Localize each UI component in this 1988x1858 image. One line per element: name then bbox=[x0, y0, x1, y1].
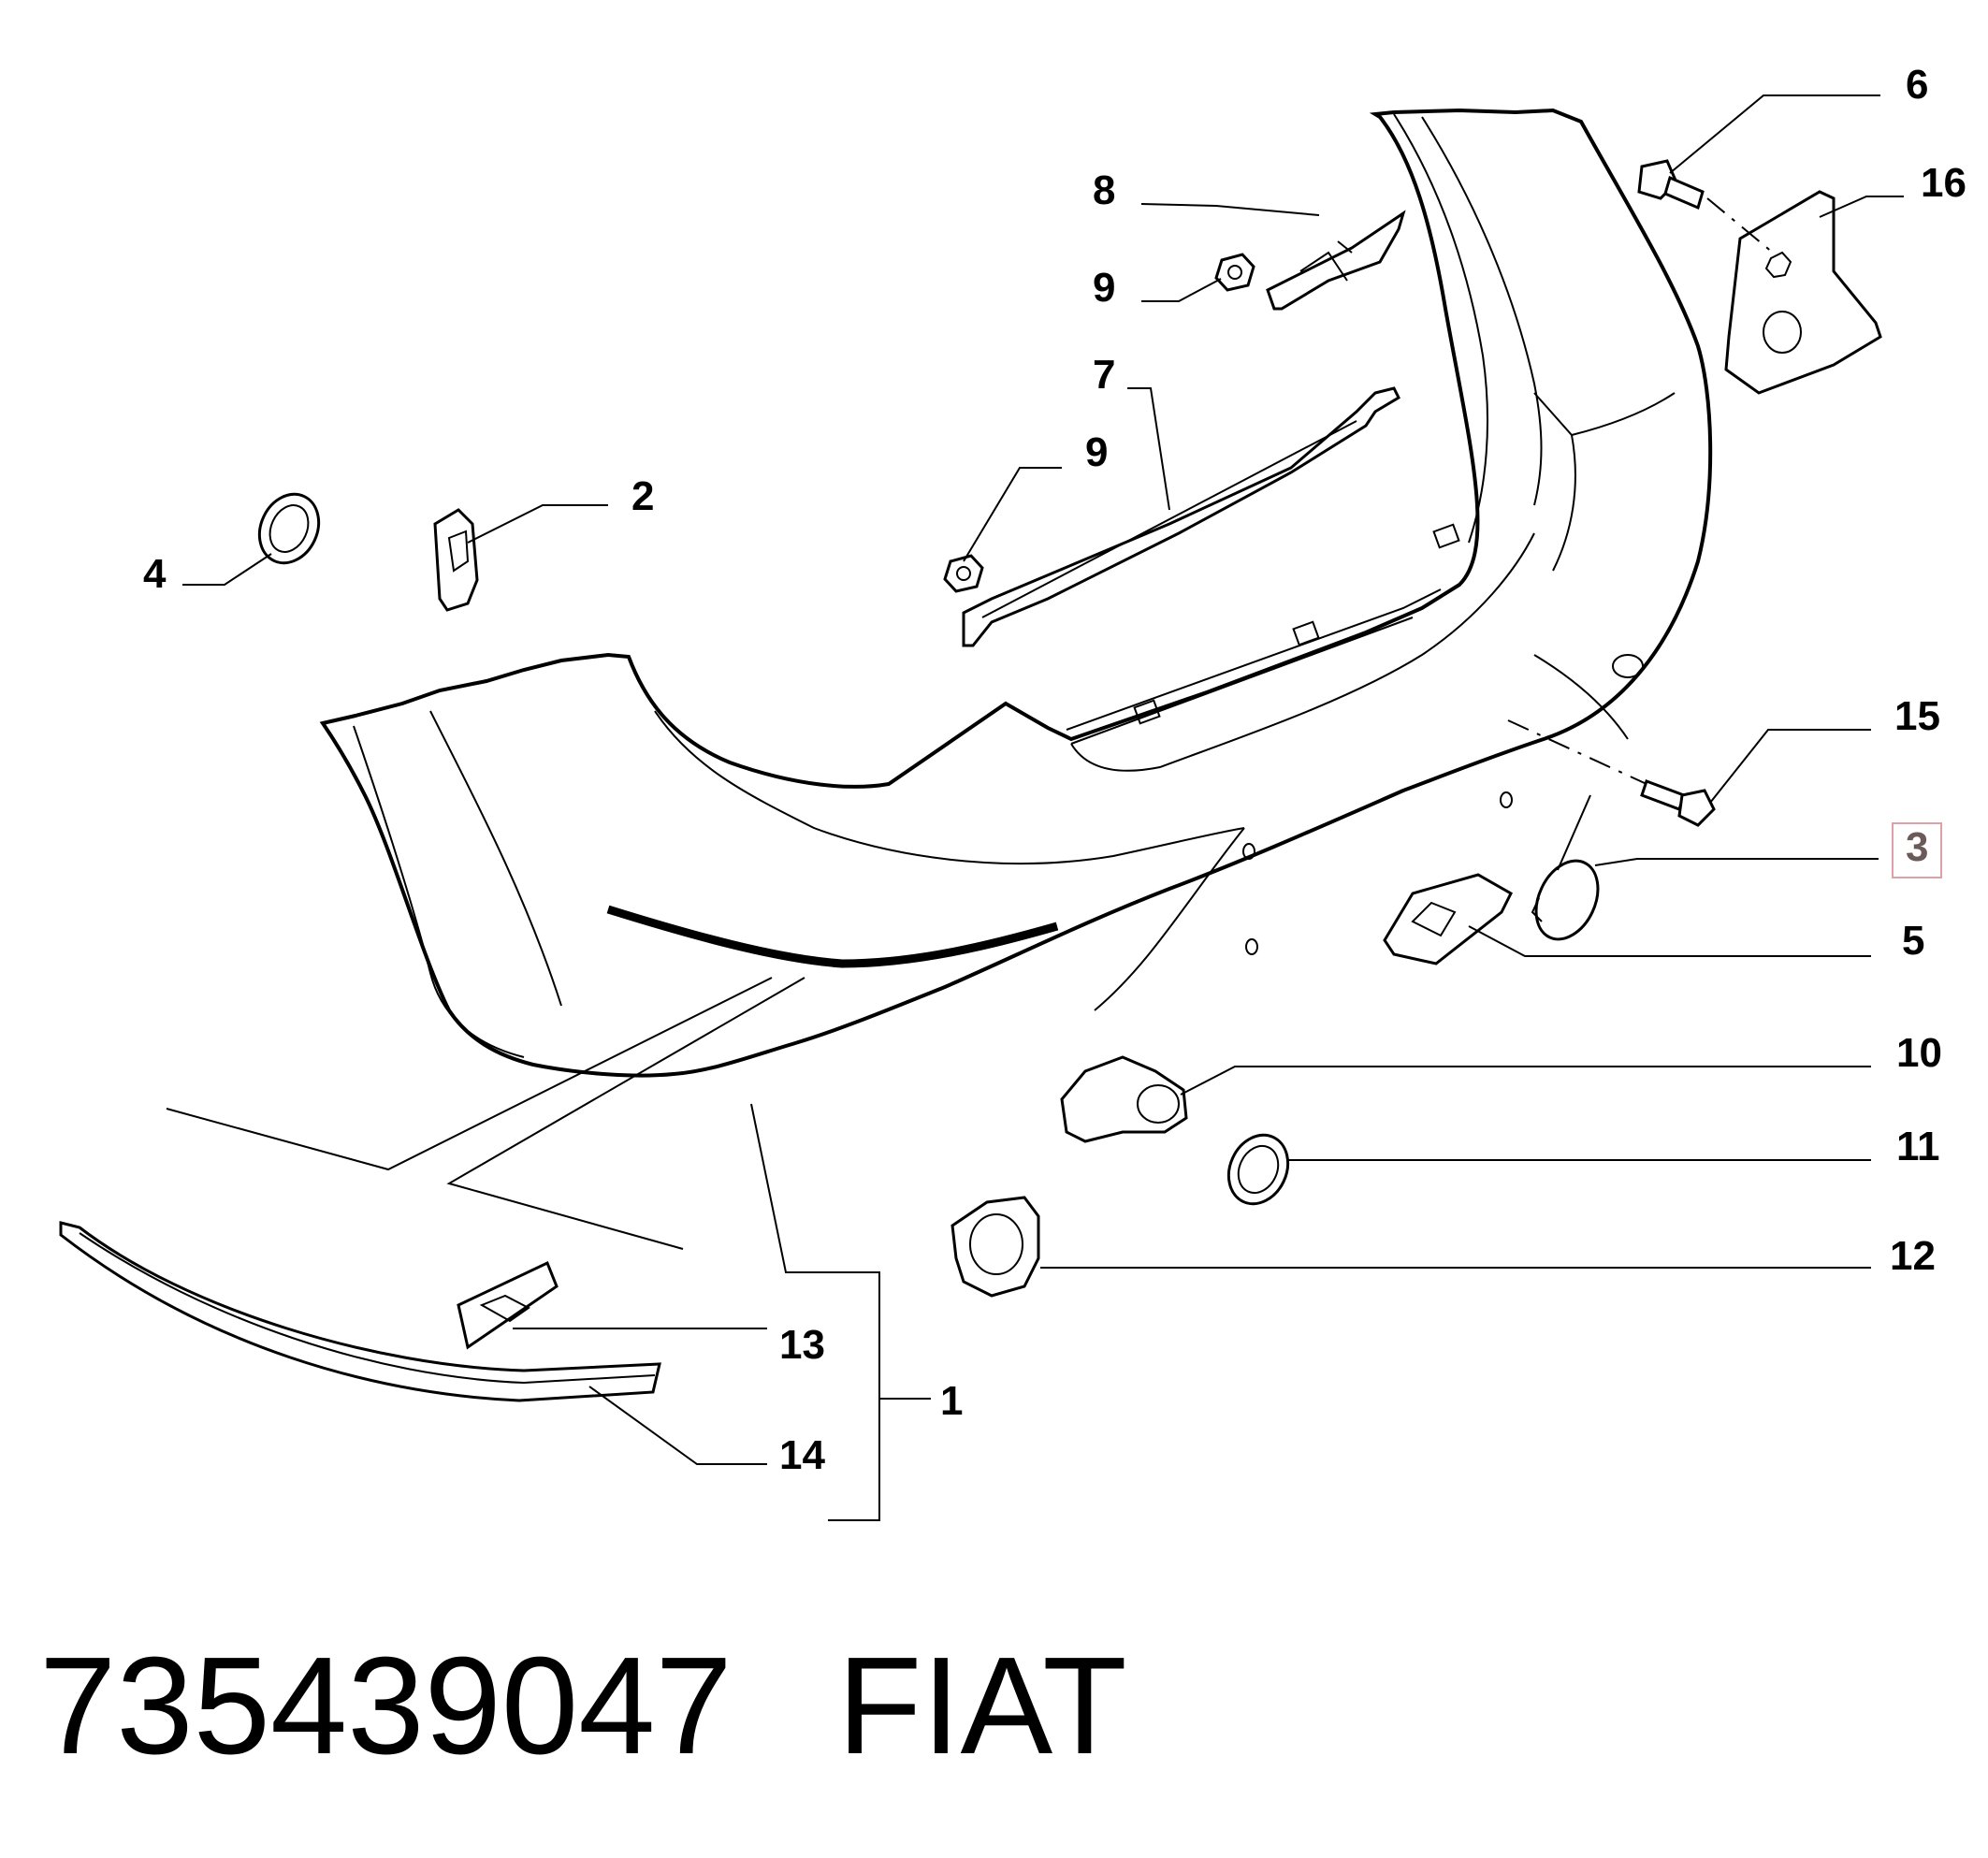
assembly-line-15 bbox=[1507, 719, 1647, 785]
label-part-8: 8 bbox=[1093, 167, 1115, 213]
label-part-1: 1 bbox=[940, 1378, 963, 1424]
parking-sensor-drawing bbox=[1060, 1055, 1188, 1143]
label-part-5: 5 bbox=[1902, 918, 1924, 964]
reinforcement-bar-drawing bbox=[962, 386, 1400, 647]
label-part-10: 10 bbox=[1896, 1030, 1942, 1076]
label-part-11: 11 bbox=[1896, 1124, 1940, 1169]
bracket-drawing bbox=[1266, 210, 1406, 311]
label-part-13: 13 bbox=[779, 1322, 825, 1368]
label-part-16: 16 bbox=[1921, 160, 1966, 206]
label-part-14: 14 bbox=[779, 1432, 825, 1478]
nut-9-lower-drawing bbox=[943, 554, 984, 593]
sensor-ring-drawing bbox=[1226, 1133, 1290, 1206]
bolt-15-drawing bbox=[1640, 779, 1716, 827]
bumper-cover-drawing bbox=[319, 108, 1713, 1078]
grommet-ring-drawing bbox=[257, 492, 321, 565]
leader-lines bbox=[166, 94, 1904, 1521]
bolt-6-drawing bbox=[1637, 159, 1705, 210]
label-part-4: 4 bbox=[143, 551, 167, 597]
clip-drawing bbox=[433, 508, 479, 612]
label-part-9-lower: 9 bbox=[1085, 429, 1108, 475]
sensor-holder-drawing bbox=[950, 1196, 1040, 1298]
label-part-12: 12 bbox=[1890, 1233, 1936, 1279]
trim-strip-drawing bbox=[59, 1221, 661, 1402]
assembly-line-6-16 bbox=[1706, 197, 1774, 254]
label-part-9-upper: 9 bbox=[1093, 265, 1115, 311]
part-number-text: 735439047 bbox=[39, 1629, 733, 1783]
label-part-7: 7 bbox=[1093, 352, 1115, 398]
brand-text: FIAT bbox=[837, 1629, 1127, 1783]
label-part-3[interactable]: 3 bbox=[1906, 824, 1928, 870]
corner-bracket-drawing bbox=[1724, 190, 1882, 395]
label-part-6: 6 bbox=[1906, 62, 1928, 108]
label-part-2: 2 bbox=[631, 473, 654, 519]
highlight-box-part-3 bbox=[1892, 822, 1942, 878]
mount-drawing bbox=[457, 1260, 559, 1350]
nut-9-upper-drawing bbox=[1214, 253, 1255, 292]
license-lamp-drawing bbox=[1383, 873, 1513, 965]
label-part-15: 15 bbox=[1894, 693, 1940, 739]
tow-hook-cover-drawing bbox=[1531, 794, 1600, 941]
